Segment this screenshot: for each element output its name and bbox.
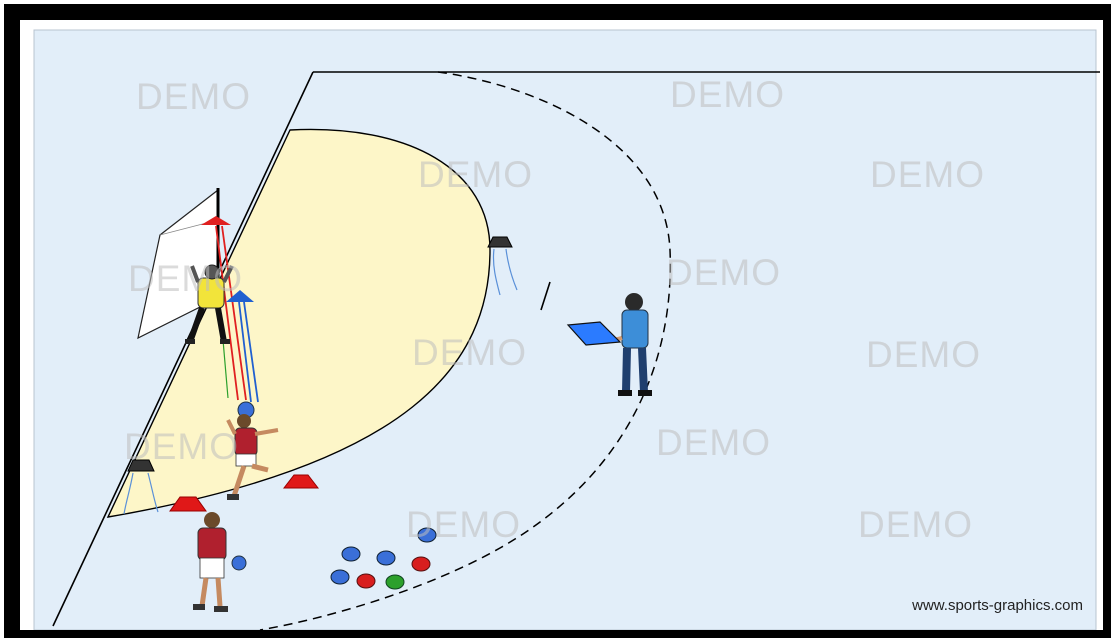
credit-text: www.sports-graphics.com (912, 597, 1083, 614)
court-area: DEMO DEMO DEMO DEMO DEMO DEMO DEMO DEMO … (20, 20, 1103, 630)
shot-arrows (201, 216, 259, 403)
ball-pile (330, 527, 437, 590)
cone-marker-top (487, 236, 518, 296)
clipboard (566, 321, 622, 346)
shooting-player (226, 401, 279, 500)
goal-line (52, 71, 314, 627)
waiting-player (193, 512, 247, 612)
goalkeeper (185, 264, 234, 344)
cone-marker-left (123, 459, 159, 515)
red-cone-1 (169, 496, 207, 512)
free-throw-line (259, 71, 672, 630)
court-diagram (33, 29, 1100, 630)
goal-area (106, 128, 491, 518)
diagram-frame: DEMO DEMO DEMO DEMO DEMO DEMO DEMO DEMO … (4, 4, 1111, 638)
blue-arrow-head (226, 290, 254, 302)
red-arrow-head (201, 216, 231, 225)
red-cone-2 (282, 474, 320, 489)
seven-meter-mark (540, 281, 551, 311)
coach-with-clipboard (566, 293, 652, 396)
